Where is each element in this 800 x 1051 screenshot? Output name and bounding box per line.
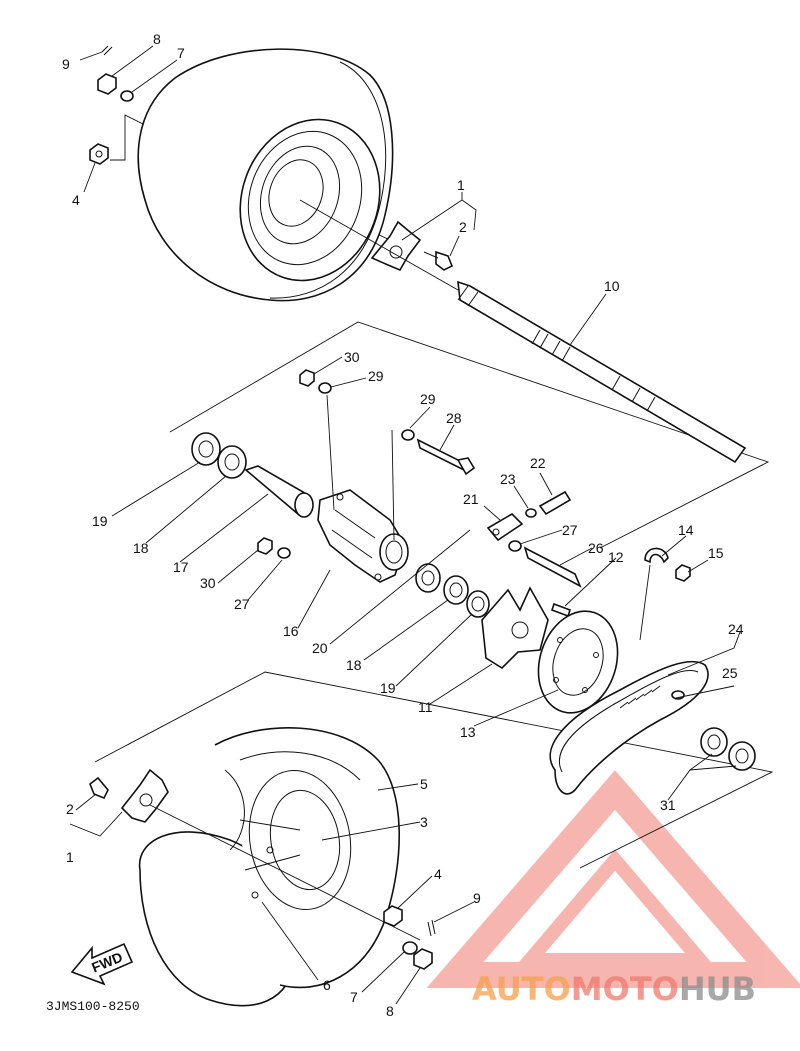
bearing-set-right bbox=[415, 563, 490, 618]
label-9-top: 9 bbox=[62, 56, 70, 72]
label-18-left: 18 bbox=[133, 540, 149, 556]
label-11: 11 bbox=[418, 699, 433, 715]
axle-carrier bbox=[317, 489, 409, 583]
sprocket-nuts bbox=[700, 727, 756, 771]
label-8-top: 8 bbox=[153, 31, 161, 47]
label-27-mid: 27 bbox=[562, 522, 578, 538]
label-20: 20 bbox=[312, 640, 328, 656]
rear-wheel-right bbox=[138, 727, 400, 1007]
rear-wheel-left bbox=[137, 48, 394, 302]
wheel-hub-top bbox=[370, 220, 454, 272]
svg-text:AUTOMOTOHUB: AUTOMOTOHUB bbox=[472, 970, 756, 1008]
label-7-bottom: 7 bbox=[350, 989, 358, 1005]
label-25: 25 bbox=[722, 665, 738, 681]
label-28: 28 bbox=[446, 410, 462, 426]
fwd-arrow bbox=[70, 942, 134, 986]
label-17: 17 bbox=[173, 559, 189, 575]
nut-cotter-group-bottom bbox=[383, 905, 436, 970]
label-2-bottom: 2 bbox=[66, 801, 74, 817]
callout-labels: 9 8 7 4 1 2 10 30 29 29 28 22 23 21 27 2… bbox=[46, 31, 744, 1019]
label-31: 31 bbox=[660, 797, 676, 813]
label-2-top: 2 bbox=[459, 219, 467, 235]
wordmark-hub: HUB bbox=[679, 970, 756, 1008]
label-6: 6 bbox=[323, 977, 331, 993]
label-10: 10 bbox=[604, 278, 620, 294]
label-9-bottom: 9 bbox=[473, 890, 481, 906]
label-12: 12 bbox=[608, 549, 624, 565]
callout-leaders bbox=[69, 45, 741, 1005]
label-29-top: 29 bbox=[368, 368, 384, 384]
label-14: 14 bbox=[678, 522, 694, 538]
label-26: 26 bbox=[588, 540, 604, 556]
label-8-bottom: 8 bbox=[386, 1003, 394, 1019]
label-16: 16 bbox=[283, 623, 299, 639]
chain-guide-clamp bbox=[639, 547, 691, 641]
wheel-hub-bottom bbox=[89, 768, 421, 941]
label-23: 23 bbox=[500, 471, 516, 487]
label-22: 22 bbox=[530, 455, 546, 471]
label-19-mid: 19 bbox=[380, 680, 396, 696]
automotohub-logo bbox=[426, 770, 800, 988]
label-24: 24 bbox=[728, 621, 744, 637]
label-5: 5 bbox=[420, 776, 428, 792]
label-30-left: 30 bbox=[200, 575, 216, 591]
label-4-bottom: 4 bbox=[434, 866, 442, 882]
label-1-top: 1 bbox=[457, 177, 465, 193]
sprocket-assembly bbox=[481, 586, 619, 714]
automotohub-wordmark: AUTOMOTOHUB bbox=[472, 970, 756, 1008]
rear-axle bbox=[299, 199, 747, 464]
label-13: 13 bbox=[460, 724, 476, 740]
wordmark-moto: MOTO bbox=[571, 970, 679, 1008]
label-7-top: 7 bbox=[177, 45, 185, 61]
label-15: 15 bbox=[708, 545, 724, 561]
drive-chain bbox=[549, 660, 709, 795]
label-3: 3 bbox=[420, 814, 428, 830]
label-19-left: 19 bbox=[92, 513, 108, 529]
label-29-mid: 29 bbox=[420, 391, 436, 407]
wordmark-auto: AUTO bbox=[472, 970, 571, 1008]
label-30-top: 30 bbox=[344, 349, 360, 365]
label-21: 21 bbox=[463, 491, 479, 507]
nut-cotter-group-top bbox=[89, 45, 134, 165]
carrier-fasteners bbox=[257, 369, 476, 559]
bearing-set-left bbox=[191, 432, 314, 518]
label-4-top: 4 bbox=[72, 192, 80, 208]
label-1-bottom: 1 bbox=[66, 849, 74, 865]
label-18-mid: 18 bbox=[346, 657, 362, 673]
label-27-left: 27 bbox=[234, 596, 250, 612]
chain-adjuster-group bbox=[486, 490, 582, 588]
drawing-code: 3JMS100-8250 bbox=[46, 999, 140, 1014]
